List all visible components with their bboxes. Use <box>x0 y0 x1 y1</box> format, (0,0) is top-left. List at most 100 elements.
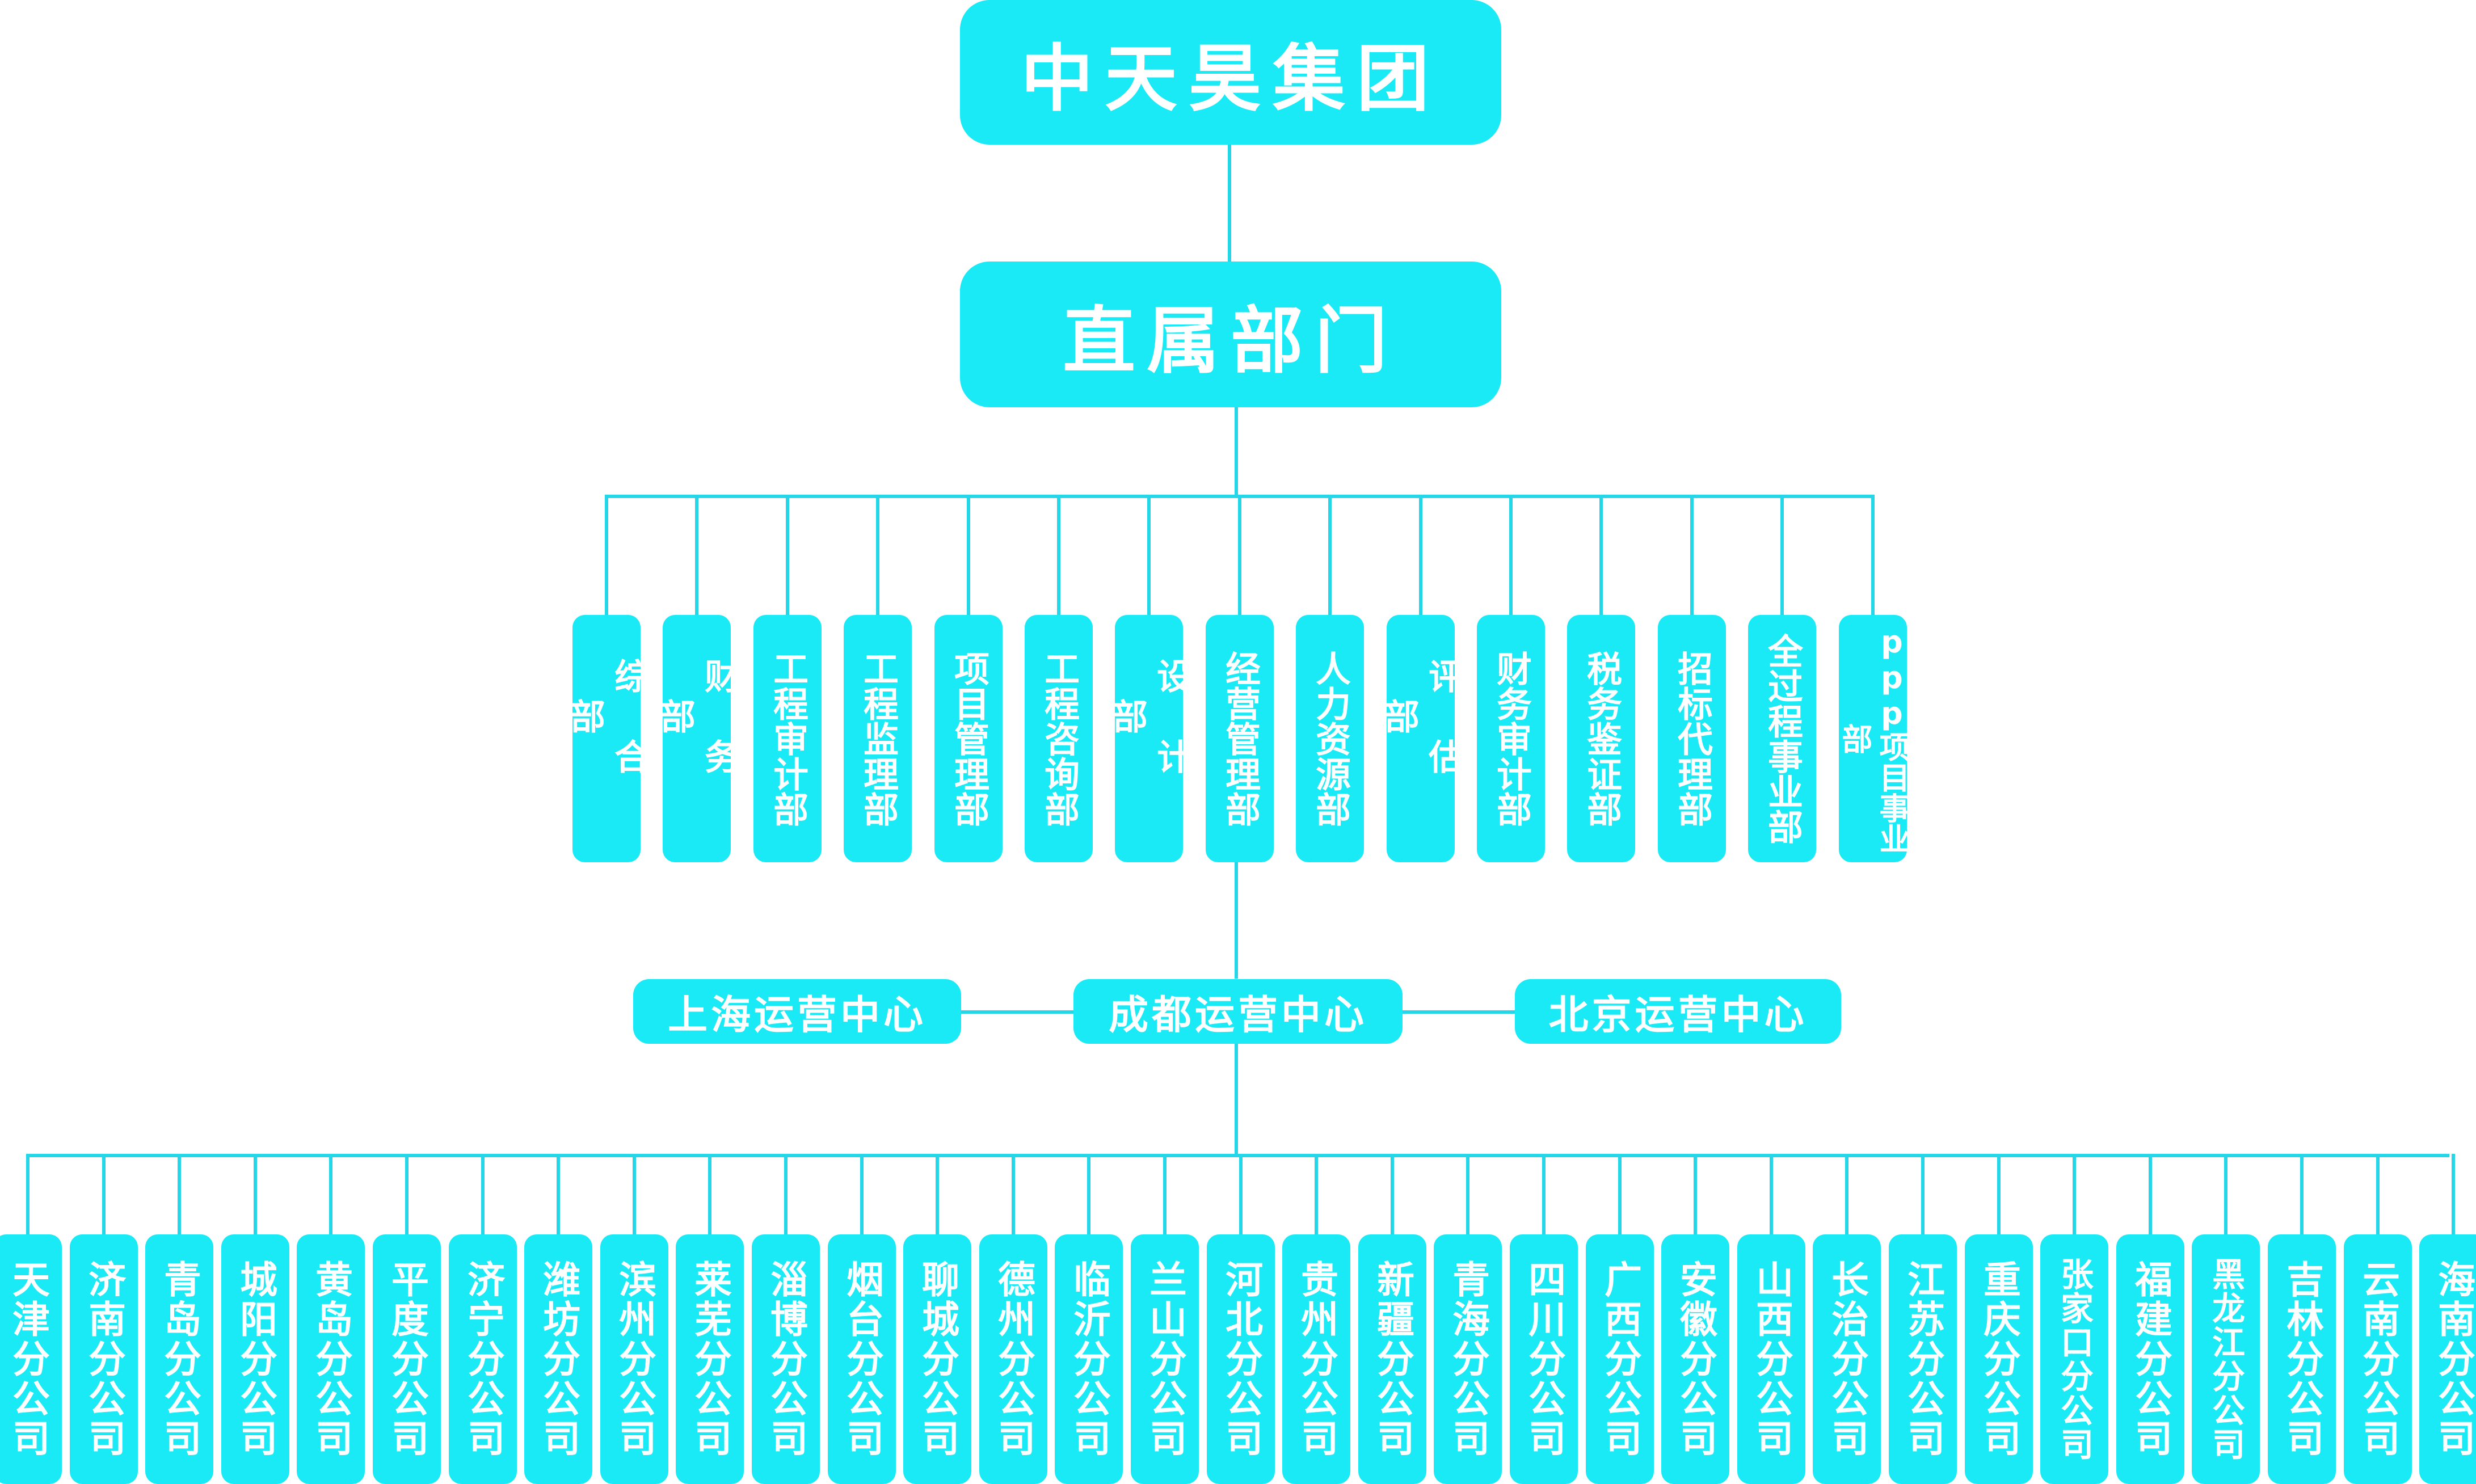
department-connector <box>1057 495 1060 615</box>
department-box: 评估部 <box>1378 615 1464 862</box>
branch-connector <box>1466 1154 1469 1234</box>
group-title-box: 中天昊集团 <box>960 0 1501 145</box>
branch-box: 山西分公司 <box>1737 1234 1805 1484</box>
connector-center-left <box>961 1010 1073 1014</box>
branch-connector <box>2149 1154 2152 1234</box>
department-connector <box>1147 495 1151 615</box>
department-box: 全过程事业部 <box>1748 615 1816 862</box>
center-right-label: 北京运营中心 <box>1548 991 1808 1038</box>
department-box: 工程咨询部 <box>1025 615 1093 862</box>
branch-box: 新疆分公司 <box>1358 1234 1426 1484</box>
branch-label: 河北分公司 <box>1219 1260 1263 1458</box>
connector-dept-center <box>1235 862 1238 979</box>
department-connector <box>1780 495 1784 615</box>
branch-box: 福建分公司 <box>2116 1234 2184 1484</box>
connector-top-direct <box>1228 145 1231 262</box>
department-label: 财务审计部 <box>1490 651 1532 827</box>
branch-connector <box>1997 1154 2001 1234</box>
center-middle-box: 成都运营中心 <box>1073 979 1403 1044</box>
branch-connector <box>2376 1154 2380 1234</box>
branch-connector <box>1618 1154 1622 1234</box>
branch-label: 安徽分公司 <box>1674 1260 1717 1458</box>
department-connector <box>786 495 789 615</box>
branch-connector <box>1012 1154 1015 1234</box>
direct-dept-box: 直属部门 <box>960 262 1501 407</box>
branch-label: 济南分公司 <box>82 1260 126 1458</box>
department-connector <box>1238 495 1241 615</box>
branch-label: 贵州分公司 <box>1295 1260 1338 1458</box>
branch-box: 天津分公司 <box>0 1234 62 1484</box>
department-box: 项目管理部 <box>934 615 1003 862</box>
branch-label: 潍坊分公司 <box>537 1260 580 1458</box>
connector-center-down <box>1235 1044 1238 1157</box>
branch-label: 滨州分公司 <box>613 1260 656 1458</box>
branch-connector <box>860 1154 864 1234</box>
branch-box: 城阳分公司 <box>221 1234 289 1484</box>
department-label: 财务部 <box>654 658 740 819</box>
branch-label: 长治分公司 <box>1825 1260 1869 1458</box>
branch-connector <box>1239 1154 1243 1234</box>
branch-connector <box>2224 1154 2227 1234</box>
branch-box: 烟台分公司 <box>828 1234 896 1484</box>
branch-label: 淄博分公司 <box>764 1260 808 1458</box>
center-middle-label: 成都运营中心 <box>1109 991 1367 1038</box>
department-label: 人力资源部 <box>1309 651 1351 827</box>
department-connector <box>1690 495 1694 615</box>
branch-connector <box>405 1154 409 1234</box>
department-connector <box>1328 495 1332 615</box>
branch-connector <box>329 1154 332 1234</box>
department-connector <box>1419 495 1422 615</box>
branch-box: 河北分公司 <box>1207 1234 1275 1484</box>
branch-connector <box>102 1154 106 1234</box>
department-box: ppp项目事业部 <box>1837 615 1910 862</box>
branch-connector <box>1845 1154 1848 1234</box>
department-label: 招标代理部 <box>1671 651 1713 827</box>
branch-box: 云南分公司 <box>2344 1234 2412 1484</box>
branch-label: 莱芜分公司 <box>688 1260 732 1458</box>
branch-box: 张家口分公司 <box>2040 1234 2108 1484</box>
department-box: 税务鉴证部 <box>1567 615 1635 862</box>
connector-center-right <box>1403 1010 1515 1014</box>
department-label: 工程咨询部 <box>1038 651 1080 827</box>
branch-label: 烟台分公司 <box>840 1260 884 1458</box>
department-connector <box>876 495 879 615</box>
branch-connector <box>936 1154 939 1234</box>
branch-bar <box>27 1154 2449 1157</box>
department-label: 税务鉴证部 <box>1581 651 1622 827</box>
branch-box: 海南分公司 <box>2419 1234 2476 1484</box>
department-connector <box>1599 495 1603 615</box>
branch-box: 广西分公司 <box>1586 1234 1654 1484</box>
branch-connector <box>708 1154 711 1234</box>
branch-connector <box>1542 1154 1546 1234</box>
branch-label: 张家口分公司 <box>2055 1257 2094 1461</box>
branch-box: 济南分公司 <box>70 1234 138 1484</box>
department-box: 财务审计部 <box>1477 615 1545 862</box>
center-left-box: 上海运营中心 <box>633 979 961 1044</box>
branch-box: 江苏分公司 <box>1889 1234 1957 1484</box>
department-box: 综合部 <box>564 615 650 862</box>
department-box: 财务部 <box>654 615 740 862</box>
center-right-box: 北京运营中心 <box>1515 979 1841 1044</box>
branch-connector <box>1163 1154 1167 1234</box>
department-label: 项目管理部 <box>948 651 989 827</box>
branch-label: 济宁分公司 <box>461 1260 505 1458</box>
branch-label: 城阳分公司 <box>234 1260 277 1458</box>
direct-dept-title: 直属部门 <box>1062 299 1399 383</box>
branch-label: 云南分公司 <box>2356 1260 2400 1458</box>
branch-box: 贵州分公司 <box>1282 1234 1350 1484</box>
branch-connector <box>1921 1154 1925 1234</box>
group-title: 中天昊集团 <box>1020 37 1441 121</box>
branch-connector <box>26 1154 30 1234</box>
department-box: 经营管理部 <box>1206 615 1274 862</box>
branch-connector <box>1391 1154 1394 1234</box>
department-box: 工程审计部 <box>753 615 822 862</box>
branch-label: 山西分公司 <box>1750 1260 1793 1458</box>
branch-label: 平度分公司 <box>385 1260 429 1458</box>
branch-label: 江苏分公司 <box>1901 1260 1945 1458</box>
branch-label: 兰山分公司 <box>1143 1260 1187 1458</box>
branch-box: 滨州分公司 <box>600 1234 668 1484</box>
branch-connector <box>1770 1154 1773 1234</box>
department-label: 工程审计部 <box>767 651 809 827</box>
branch-box: 临沂分公司 <box>1055 1234 1123 1484</box>
